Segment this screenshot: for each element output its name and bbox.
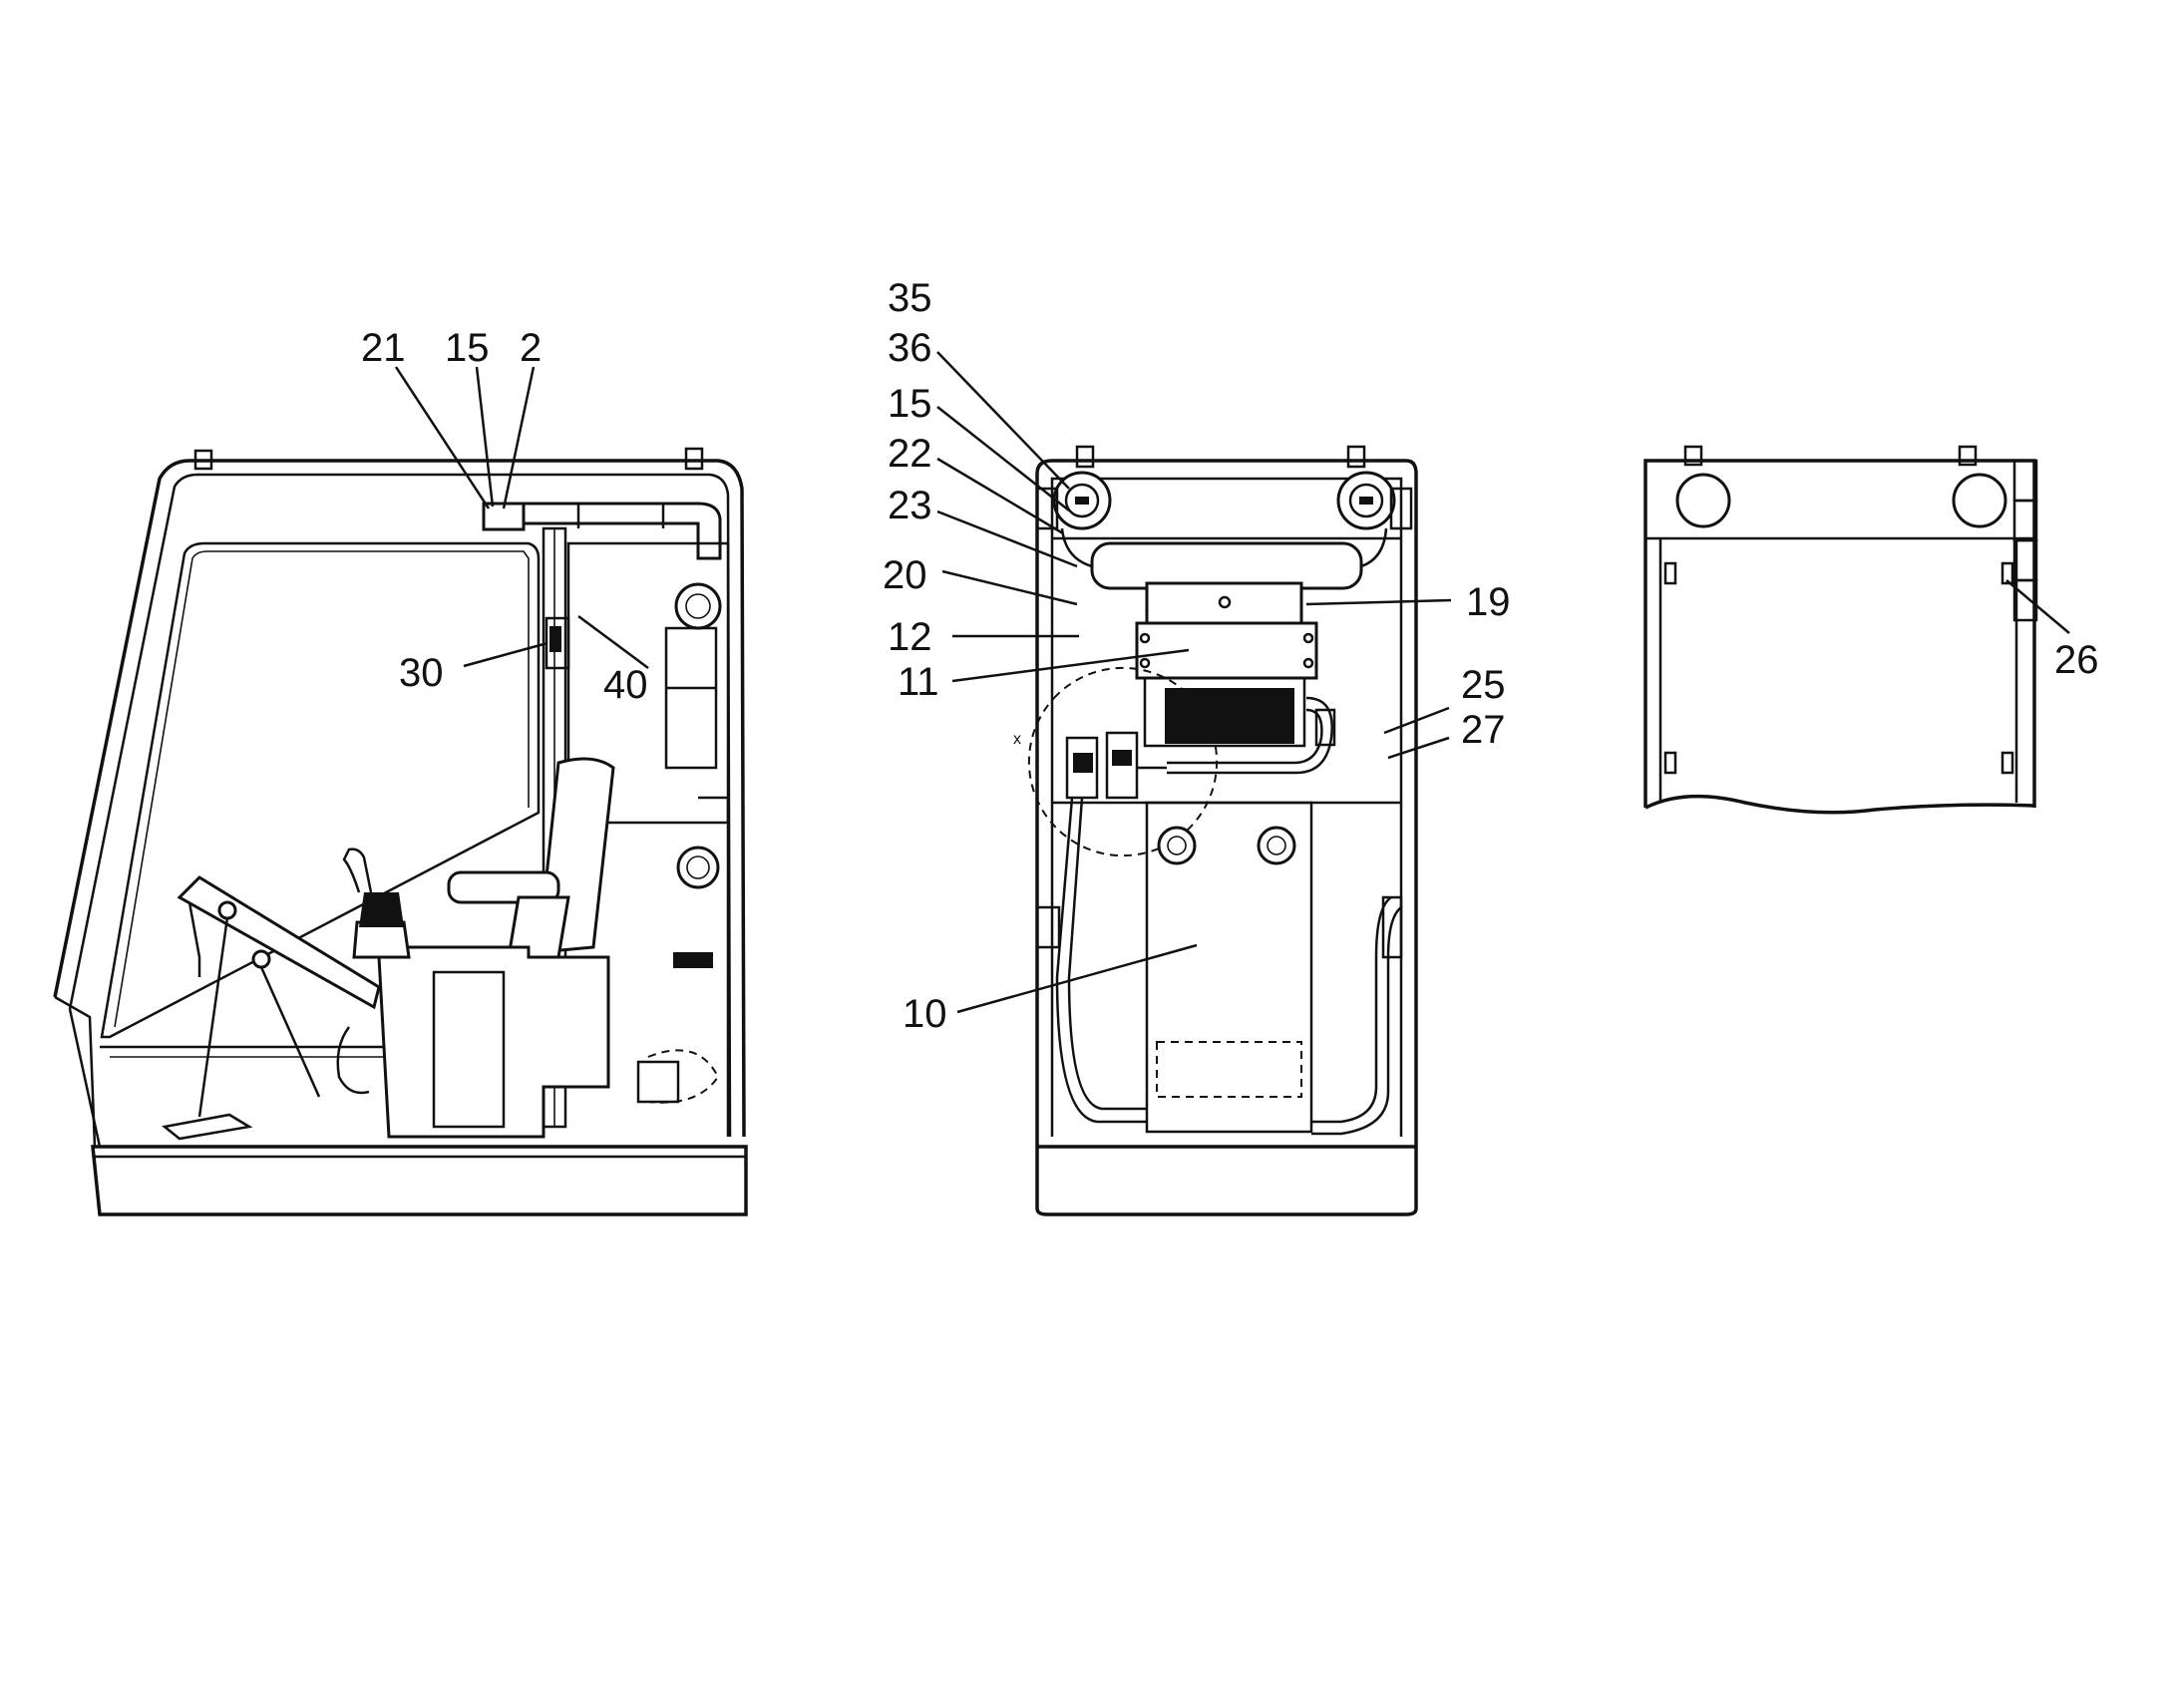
callout-25: 25 [1461, 663, 1506, 707]
center-view-cab-rear: x 35 36 15 22 23 20 12 [883, 276, 1511, 1216]
callout-19: 19 [1466, 580, 1511, 624]
right-view-cab-top: 26 [1643, 445, 2099, 815]
callout-35: 35 [888, 276, 932, 320]
callout-21: 21 [361, 326, 406, 370]
callout-15-center: 15 [888, 382, 932, 426]
callout-27: 27 [1461, 708, 1506, 752]
callout-23: 23 [888, 484, 932, 527]
callout-15-left: 15 [445, 326, 490, 370]
callout-22: 22 [888, 432, 932, 476]
callout-20: 20 [883, 553, 927, 597]
left-view-cab: 21 15 2 30 40 [53, 326, 748, 1216]
callout-30: 30 [399, 651, 444, 695]
callout-40: 40 [603, 663, 648, 707]
callout-12: 12 [888, 615, 932, 659]
x-marker: x [1013, 731, 1021, 748]
callout-36: 36 [888, 326, 932, 370]
callout-10: 10 [903, 992, 947, 1036]
callout-26: 26 [2054, 638, 2099, 682]
callout-11: 11 [898, 660, 939, 704]
callout-2: 2 [520, 326, 542, 370]
